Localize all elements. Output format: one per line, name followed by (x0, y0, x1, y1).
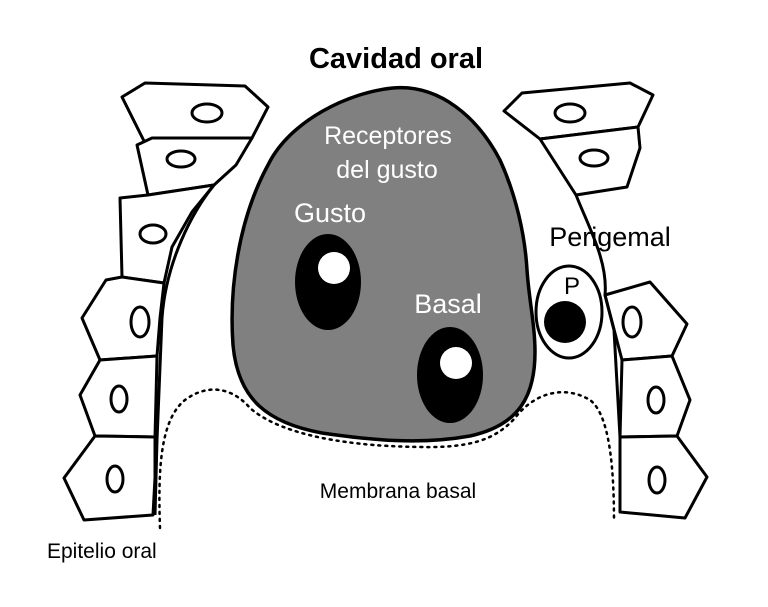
epitelio-oral-label: Epitelio oral (47, 540, 157, 563)
diagram-title: Cavidad oral (309, 43, 483, 75)
epithelial-cell (618, 434, 709, 520)
epithelial-cell (618, 354, 692, 439)
epithelial-cell (78, 354, 159, 439)
perigemal-cell-nucleus (544, 301, 586, 343)
perigemal-cell-letter: P (564, 273, 580, 300)
taste-pore-left-wall (153, 184, 216, 516)
right-epithelium (502, 81, 709, 520)
perigemal-label: Perigemal (549, 222, 671, 252)
left-epithelium (62, 81, 270, 522)
epithelial-cell (120, 81, 270, 143)
basal-label: Basal (414, 289, 482, 319)
epithelial-cell (502, 81, 655, 141)
membrana-basal-label: Membrana basal (320, 480, 476, 503)
basal-cell-nucleolus (440, 347, 472, 379)
receptors-label-line1: Receptores (324, 122, 452, 150)
gusto-cell-nucleolus (318, 252, 350, 284)
epithelial-cell (62, 434, 157, 522)
epithelial-cell (603, 280, 689, 362)
epithelial-cell (80, 275, 166, 362)
epithelial-cell (538, 125, 642, 197)
gusto-label: Gusto (294, 198, 366, 228)
epithelial-cell (118, 183, 216, 285)
receptors-label-line2: del gusto (336, 156, 437, 184)
taste-pore-right-wall (574, 194, 622, 512)
basal-membrane-line (158, 388, 616, 530)
